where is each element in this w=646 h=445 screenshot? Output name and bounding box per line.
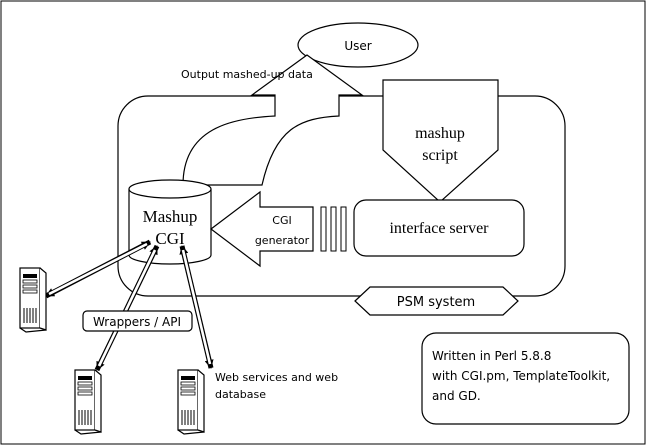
web-services-line2: database: [215, 388, 266, 401]
wrappers-api-box: [82, 310, 193, 332]
arrow-cgi-to-server-bottom-right: [179, 245, 214, 369]
web-services-line1: Web services and web: [215, 371, 338, 384]
interface-server-node: [353, 199, 525, 257]
cgi-generator-bar: [330, 206, 337, 252]
server-icon: [19, 267, 47, 333]
mashup-script-line1: mashup: [415, 125, 465, 142]
cgi-generator-line1: CGI: [272, 214, 291, 227]
mashup-cgi-top: [128, 179, 212, 199]
psm-system-node: [354, 286, 519, 316]
output-arrow: [182, 54, 364, 186]
mashup-script-node: [382, 79, 499, 203]
arrow-cgi-to-server-bottom-left: [94, 244, 160, 372]
user-node: [297, 22, 419, 68]
psm-system-label: PSM system: [397, 295, 475, 310]
note-line3: and GD.: [432, 389, 481, 403]
cgi-generator-bar: [340, 206, 347, 252]
mashup-cgi-line2: CGI: [155, 229, 185, 248]
server-icon: [74, 369, 102, 435]
cgi-generator-line2: generator: [255, 234, 310, 247]
note-line1: Written in Perl 5.8.8: [432, 349, 551, 363]
interface-server-label: interface server: [389, 220, 489, 237]
mashup-script-line2: script: [422, 147, 458, 164]
connector-arrows: [44, 239, 214, 372]
note-line2: with CGI.pm, TemplateToolkit,: [432, 369, 610, 383]
note-box: [421, 332, 630, 425]
output-label: Output mashed-up data: [181, 68, 313, 81]
mashup-cgi-node: [128, 189, 212, 265]
cgi-generator-bar: [320, 206, 327, 252]
user-label: User: [344, 39, 371, 53]
server-icon: [177, 369, 205, 435]
mashup-cgi-line1: Mashup: [143, 207, 198, 226]
psm-system-boundary: [117, 95, 566, 297]
cgi-generator-arrow: [210, 190, 314, 268]
wrappers-api-label: Wrappers / API: [93, 315, 181, 329]
